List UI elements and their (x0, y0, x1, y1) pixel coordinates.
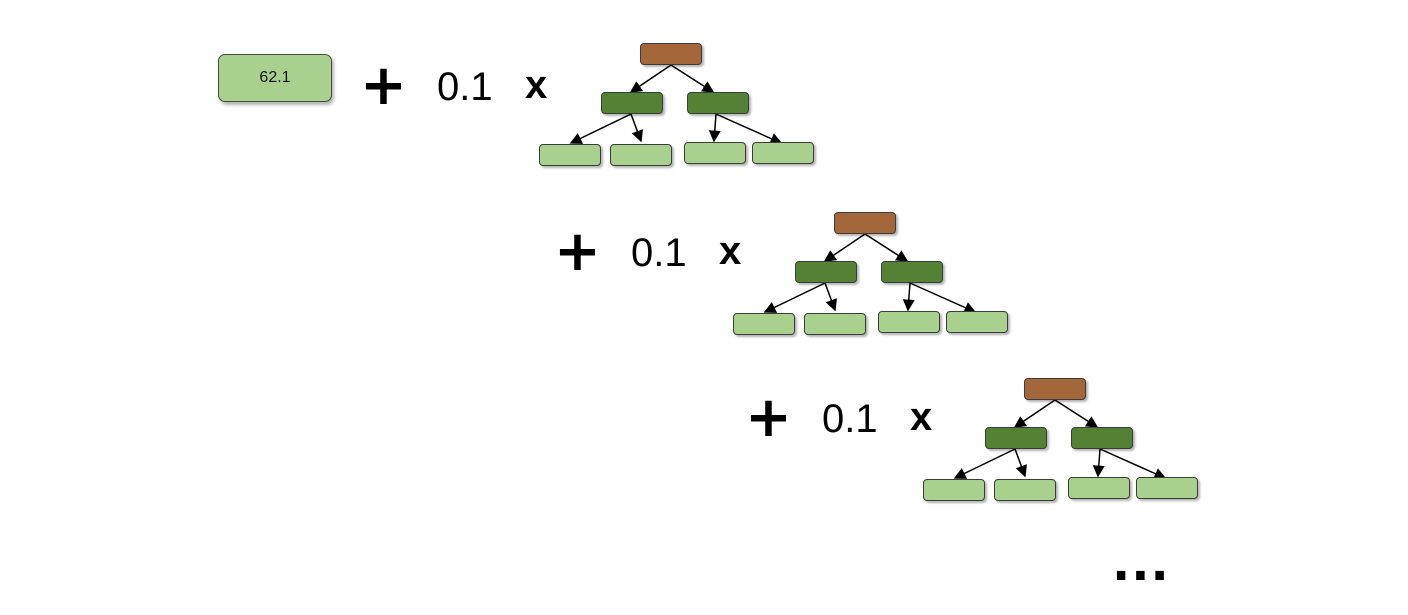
tree-edges (763, 233, 977, 314)
learning-rate: 0.1 (822, 397, 878, 441)
leaf-node-2 (610, 144, 672, 166)
decision-tree-1 (538, 43, 818, 168)
leaf-node-4 (752, 142, 814, 164)
tree-edges (569, 64, 783, 145)
root-node (834, 212, 896, 234)
leaf-node-2 (804, 313, 866, 335)
multiply-sign: x (525, 63, 548, 107)
internal-node-right (687, 92, 749, 114)
leaf-node-4 (946, 311, 1008, 333)
multiply-sign: x (910, 395, 933, 439)
multiply-sign: x (719, 229, 742, 273)
initial-prediction-value: 62.1 (259, 69, 291, 86)
learning-rate: 0.1 (437, 65, 493, 109)
plus-sign: + (554, 219, 601, 284)
internal-node-right (1071, 427, 1133, 449)
learning-rate: 0.1 (631, 231, 687, 275)
internal-node-left (601, 92, 663, 114)
decision-tree-2 (732, 212, 1012, 337)
root-node (1024, 378, 1086, 400)
root-node (640, 43, 702, 65)
leaf-node-3 (1068, 477, 1130, 499)
tree-edges (953, 399, 1167, 480)
leaf-node-2 (994, 479, 1056, 501)
internal-node-left (985, 427, 1047, 449)
decision-tree-3 (922, 378, 1202, 503)
plus-sign: + (745, 385, 792, 450)
leaf-node-3 (684, 142, 746, 164)
internal-node-left (795, 261, 857, 283)
internal-node-right (881, 261, 943, 283)
initial-prediction-box: 62.1 (218, 54, 332, 102)
leaf-node-1 (923, 479, 985, 501)
continuation-ellipsis: ... (1112, 536, 1170, 592)
leaf-node-1 (733, 313, 795, 335)
leaf-node-1 (539, 144, 601, 166)
leaf-node-4 (1136, 477, 1198, 499)
leaf-node-3 (878, 311, 940, 333)
plus-sign: + (360, 53, 407, 118)
